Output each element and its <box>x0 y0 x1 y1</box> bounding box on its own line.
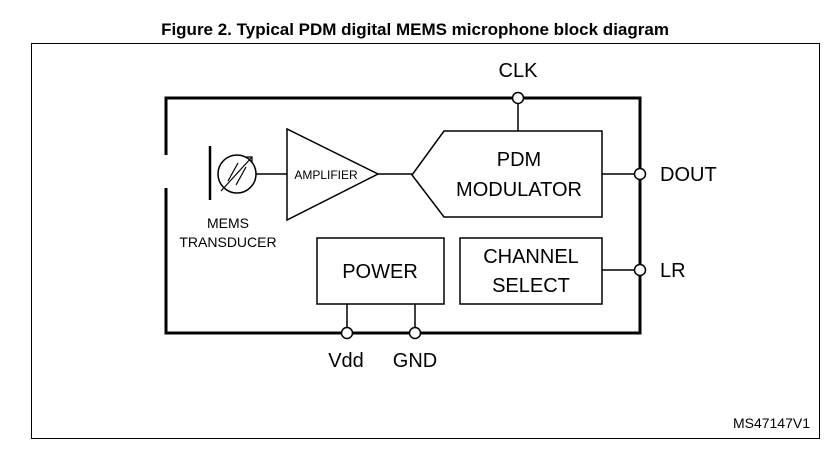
gnd-pin <box>408 304 422 340</box>
pdm-modulator-block <box>411 130 603 218</box>
mems-transducer-label-line2: TRANSDUCER <box>179 234 276 250</box>
power-label: POWER <box>342 261 418 283</box>
pdm-modulator-label-line1: PDM <box>497 149 541 171</box>
amplifier-label: AMPLIFIER <box>294 168 358 182</box>
dout-pin <box>633 167 647 181</box>
channel-select-block <box>459 237 603 305</box>
channel-select-label-line1: CHANNEL <box>483 246 579 268</box>
mems-transducer-icon <box>208 146 287 200</box>
dout-label: DOUT <box>660 164 717 186</box>
vdd-pin <box>340 304 354 340</box>
power-block <box>316 237 445 305</box>
channel-select-label-line2: SELECT <box>492 275 570 297</box>
gnd-label: GND <box>393 350 437 372</box>
figure-frame <box>31 43 820 439</box>
chip-outline <box>164 96 642 335</box>
pdm-modulator-label-line2: MODULATOR <box>456 179 582 201</box>
mems-transducer-label-line1: MEMS <box>207 215 249 231</box>
lr-pin <box>633 263 647 277</box>
figure-id-label: MS47147V1 <box>733 415 810 431</box>
clk-label: CLK <box>499 60 539 82</box>
lr-label: LR <box>660 260 686 282</box>
clk-pin <box>511 91 525 131</box>
figure-title: Figure 2. Typical PDM digital MEMS micro… <box>161 20 669 39</box>
vdd-label: Vdd <box>328 350 364 372</box>
